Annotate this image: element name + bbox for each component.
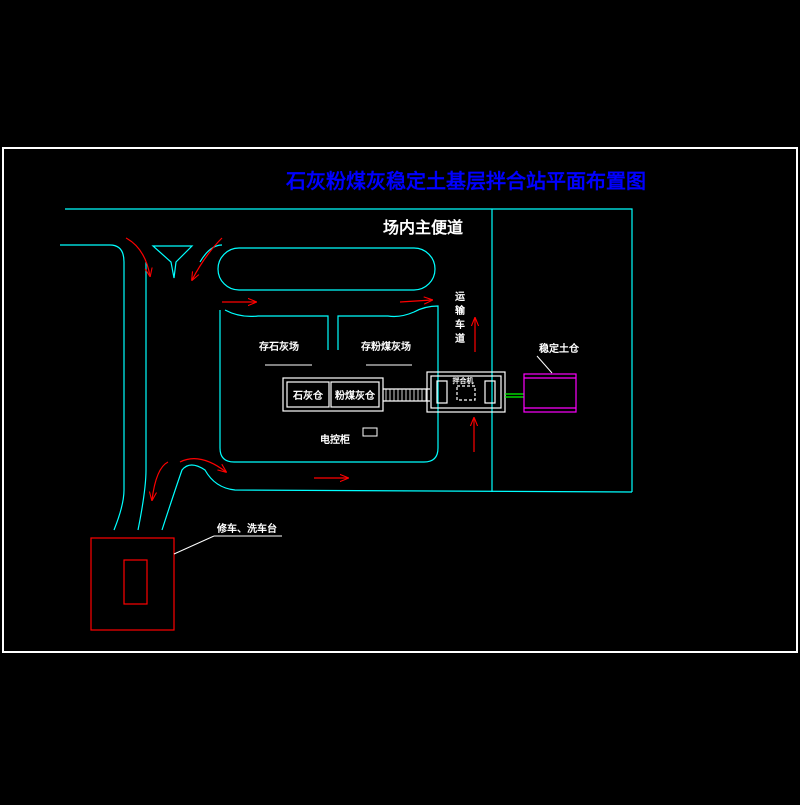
transport-road-char-3: 车 [455,318,465,331]
transport-road-char-2: 输 [455,304,466,317]
flyash-yard-label: 存粉煤灰场 [361,340,411,353]
stabilized-bin-leader [536,355,553,374]
stabilized-bin [523,373,577,413]
main-road-lower-edge [60,244,125,531]
lime-bin [286,381,330,408]
arrow-road-2 [399,300,432,302]
conveyor-belt [385,389,427,401]
drawing-title: 石灰粉煤灰稳定土基层拌合站平面布置图 [285,169,646,193]
transport-road-char-4: 道 [455,332,465,345]
roundabout-strip [217,247,436,291]
stabilized-bin-label: 稳定土仓 [539,342,580,355]
mixer-label: 拌合机 [453,376,474,385]
traffic-flow-arrows [125,237,475,500]
yard-boundary [219,305,439,463]
main-road-label: 场内主便道 [383,218,463,237]
road-island [151,245,194,279]
arrow-exit-2 [179,458,226,472]
mixer-unit [426,371,506,413]
arrow-exit-1 [152,461,169,500]
arrow-entry-2 [192,237,223,280]
control-cabinet-label: 电控柜 [320,433,350,446]
wash-platform [90,537,175,631]
flyash-bin-label: 粉煤灰仓 [335,389,376,402]
control-cabinet-box [362,427,378,437]
bottom-road-top [161,464,633,531]
transport-road-char-1: 运 [455,291,465,303]
wash-platform-label: 修车、洗车台 [216,522,277,535]
wash-platform-leader [173,535,215,555]
lime-bin-label: 石灰仓 [292,389,324,402]
arrow-entry-1 [125,237,150,276]
flyash-bin [330,381,380,408]
drawing-frame [2,147,798,653]
bin-outer-frame [282,377,384,412]
main-road-top-edge [65,208,633,492]
lime-yard-label: 存石灰场 [259,340,299,353]
inner-road-edge [137,244,223,531]
site-roads [60,208,633,531]
